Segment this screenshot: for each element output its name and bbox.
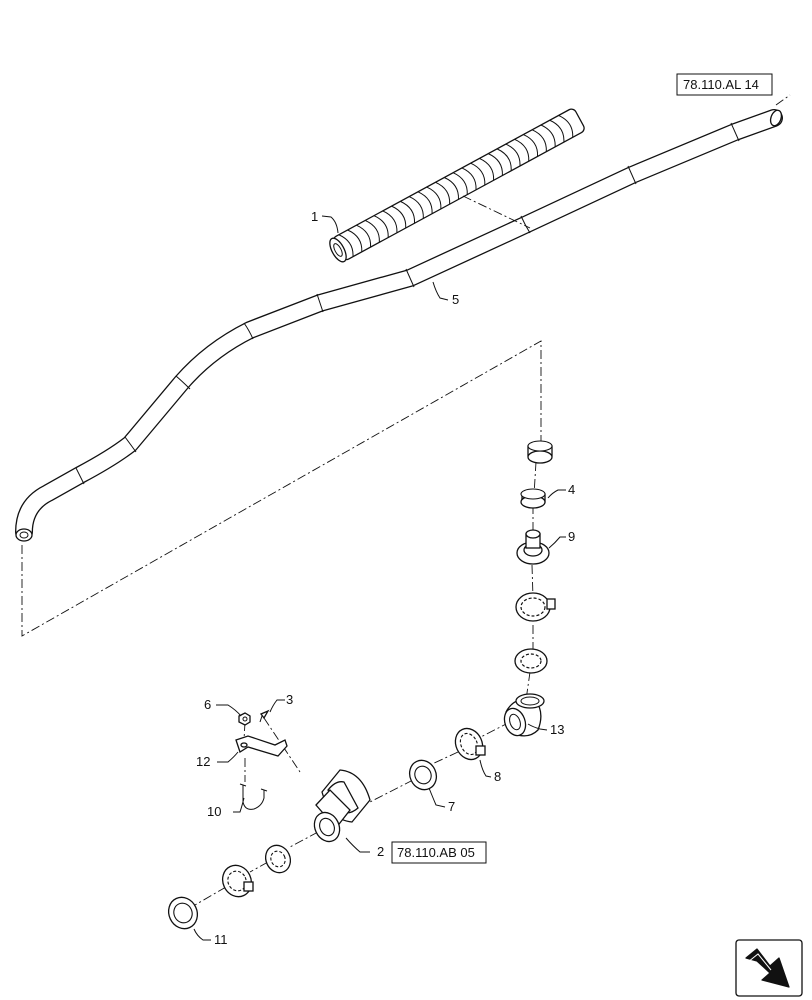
callout-9: 9: [568, 529, 575, 544]
washer-upper: [514, 648, 548, 674]
callout-3: 3: [286, 692, 293, 707]
reference-top[interactable]: 78.110.AL 14: [676, 73, 773, 96]
next-page-arrow-icon[interactable]: [735, 939, 803, 997]
callout-2: 2: [377, 844, 384, 859]
spiral-wrap: [329, 108, 585, 263]
valve-body: [313, 769, 371, 843]
washer-middle: [408, 759, 438, 791]
u-bolt: [239, 783, 268, 810]
callout-4: 4: [568, 482, 575, 497]
hose-clamp-upper: [515, 592, 556, 622]
plug-cap-upper: [527, 440, 553, 464]
elbow-connector: [503, 693, 545, 737]
callout-11: 11: [214, 932, 228, 947]
mounting-bracket: [235, 735, 288, 757]
callout-6: 6: [204, 697, 211, 712]
hex-nut: [238, 712, 251, 726]
callout-8: 8: [494, 769, 501, 784]
callout-13: 13: [550, 722, 564, 737]
leader-lines: [193, 215, 566, 941]
hose-clamp-middle: [454, 727, 486, 761]
end-plug: [167, 896, 199, 930]
callouts: 1 5 4 9 13 8 7 3 6 12 10 2 11: [196, 209, 575, 947]
fitting: [516, 529, 550, 565]
callout-12: 12: [196, 754, 210, 769]
plug-cap-lower: [520, 488, 546, 509]
tube-assembly: [15, 109, 783, 542]
washer-lower: [264, 844, 292, 874]
screw: [259, 709, 270, 723]
callout-1: 1: [311, 209, 318, 224]
callout-7: 7: [448, 799, 455, 814]
hose-clamp-lower: [221, 864, 254, 898]
callout-5: 5: [452, 292, 459, 307]
reference-middle-label: 78.110.AB 05: [397, 845, 475, 860]
callout-10: 10: [207, 804, 221, 819]
reference-middle[interactable]: 78.110.AB 05: [391, 841, 487, 864]
reference-top-label: 78.110.AL 14: [683, 77, 759, 92]
